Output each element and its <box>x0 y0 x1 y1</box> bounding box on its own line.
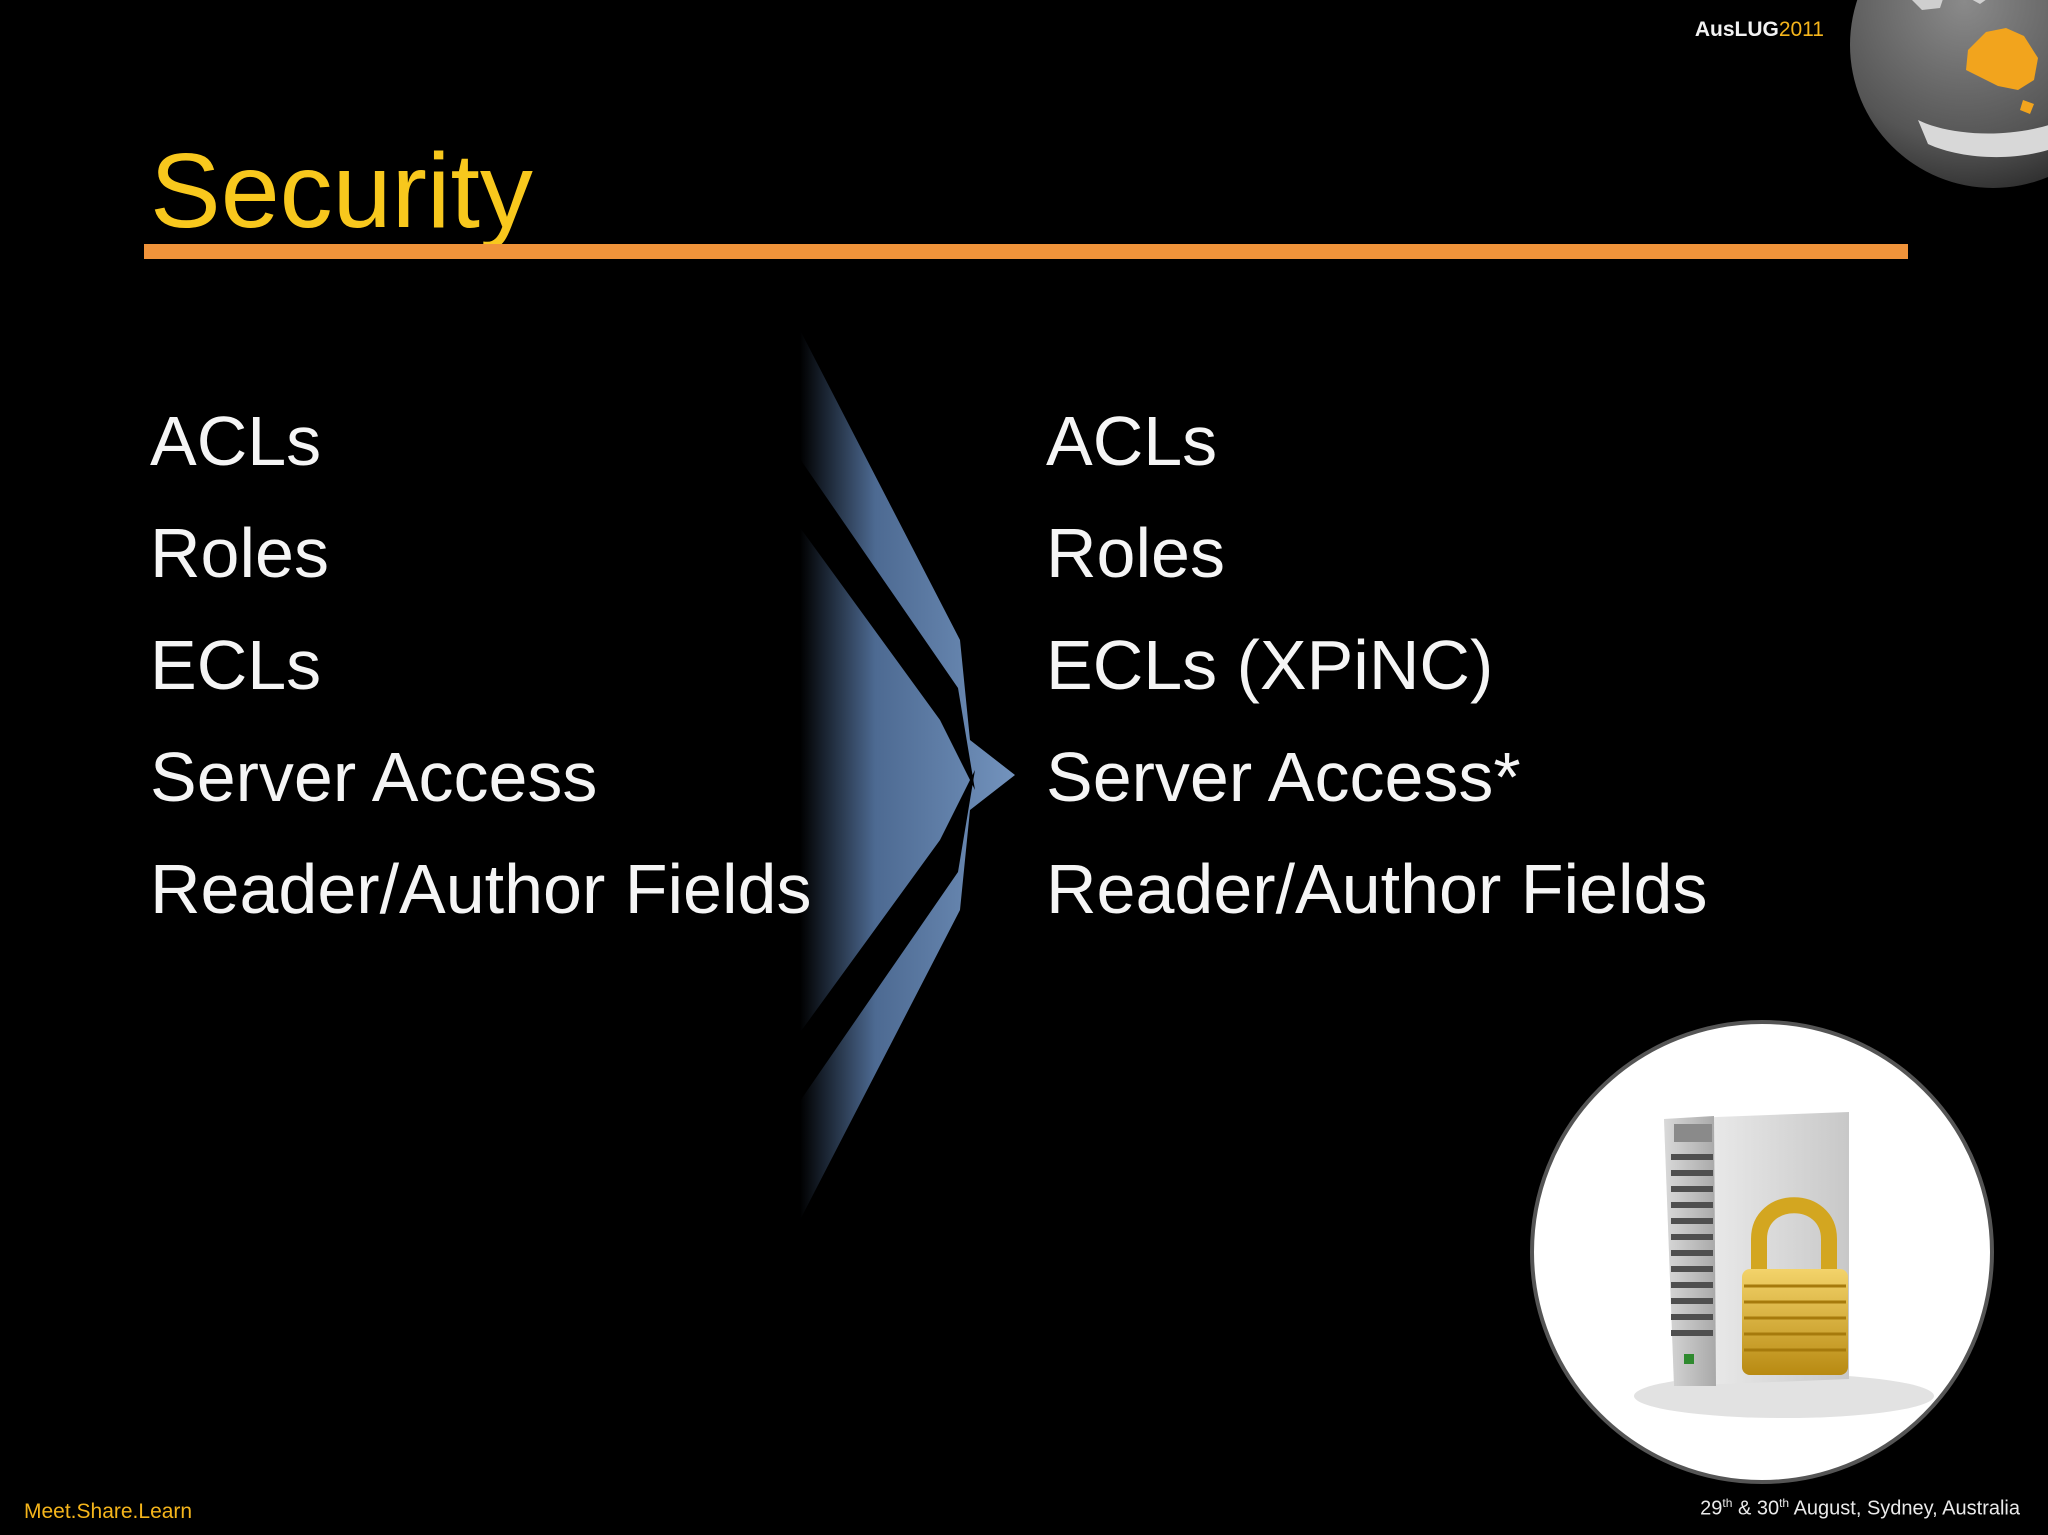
title-underline <box>144 244 1908 259</box>
list-item: Reader/Author Fields <box>1046 850 1708 928</box>
footer-tagline: Meet.Share.Learn <box>24 1500 193 1523</box>
brand-year: 2011 <box>1778 18 1824 41</box>
converge-arrow-icon <box>780 330 1015 1220</box>
list-item: Roles <box>150 514 329 592</box>
footer-day2: 30 <box>1756 1497 1780 1520</box>
list-item: Roles <box>1046 514 1225 592</box>
list-item: ECLs <box>150 626 322 704</box>
current-security-list: ACLs Roles ECLs Server Access Reader/Aut… <box>150 385 811 945</box>
slide-title: Security <box>150 132 533 250</box>
list-item: Server Access* <box>1046 738 1521 816</box>
list-item: Reader/Author Fields <box>150 850 812 928</box>
list-item: ACLs <box>150 402 322 480</box>
footer-date-location: 29th & 30th August, Sydney, Australia <box>1700 1496 2020 1521</box>
footer-day1: 29 <box>1700 1497 1723 1520</box>
server-lock-icon <box>1634 1112 1934 1418</box>
list-item: Server Access <box>150 738 598 816</box>
list-item: ACLs <box>1046 402 1218 480</box>
list-item: ECLs (XPiNC) <box>1046 626 1494 704</box>
globe-icon <box>1850 0 2048 188</box>
footer-location: August, Sydney, Australia <box>1789 1497 2020 1520</box>
footer-day2-suffix: th <box>1779 1496 1790 1510</box>
footer-day1-suffix: th <box>1722 1496 1733 1510</box>
brand-name: AusLUG <box>1694 18 1779 41</box>
footer-connector: & <box>1732 1497 1757 1520</box>
xpages-security-list: ACLs Roles ECLs (XPiNC) Server Access* R… <box>1046 385 1707 945</box>
server-lock-badge <box>1530 1020 1994 1484</box>
event-brand: AusLUG2011 <box>1695 18 1824 42</box>
